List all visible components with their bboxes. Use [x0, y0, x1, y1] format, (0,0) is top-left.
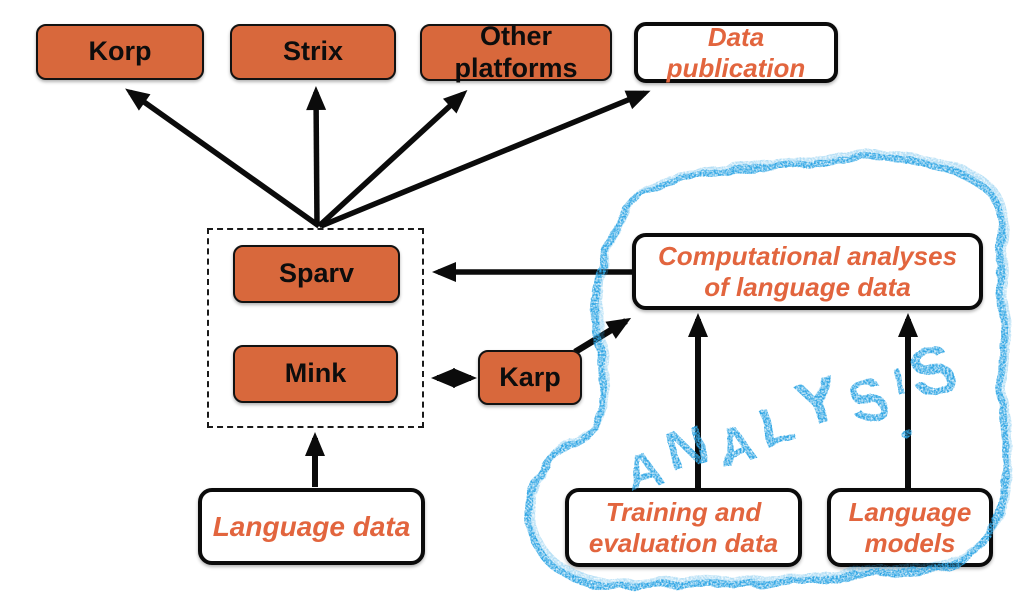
node-language-models: Language models: [827, 488, 993, 567]
edge-platform-to-other-platforms: [317, 89, 468, 229]
platform-group-dashed-box: [207, 228, 424, 428]
node-strix: Strix: [230, 24, 396, 80]
node-language-data: Language data: [198, 488, 425, 565]
node-korp: Korp: [36, 24, 204, 80]
node-training-evaluation-data-label: Training and evaluation data: [588, 496, 779, 558]
edge-platform-to-korp: [125, 88, 321, 229]
node-language-data-label: Language data: [212, 510, 411, 542]
node-data-publication: Data publication: [634, 22, 838, 83]
node-data-publication-label: Data publication: [666, 21, 806, 83]
edge-karp-to-analyses: [573, 317, 632, 355]
node-computational-analyses: Computational analyses of language data: [632, 233, 983, 310]
node-sparv-label: Sparv: [278, 258, 355, 289]
node-training-evaluation-data: Training and evaluation data: [565, 488, 802, 567]
node-sparv: Sparv: [233, 245, 400, 303]
node-other-platforms: Other platforms: [420, 21, 612, 83]
node-mink-label: Mink: [284, 358, 347, 389]
edge-platform-to-data-publication: [319, 90, 651, 229]
node-strix-label: Strix: [282, 36, 344, 67]
node-mink: Mink: [233, 345, 398, 403]
node-computational-analyses-label: Computational analyses of language data: [657, 240, 958, 302]
edge-platform-to-strix: [306, 86, 327, 227]
node-other-platforms-label: Other platforms: [454, 20, 578, 83]
node-korp-label: Korp: [88, 36, 152, 67]
node-karp-label: Karp: [499, 361, 561, 392]
node-karp: Karp: [478, 350, 582, 405]
node-language-models-label: Language models: [848, 496, 972, 558]
